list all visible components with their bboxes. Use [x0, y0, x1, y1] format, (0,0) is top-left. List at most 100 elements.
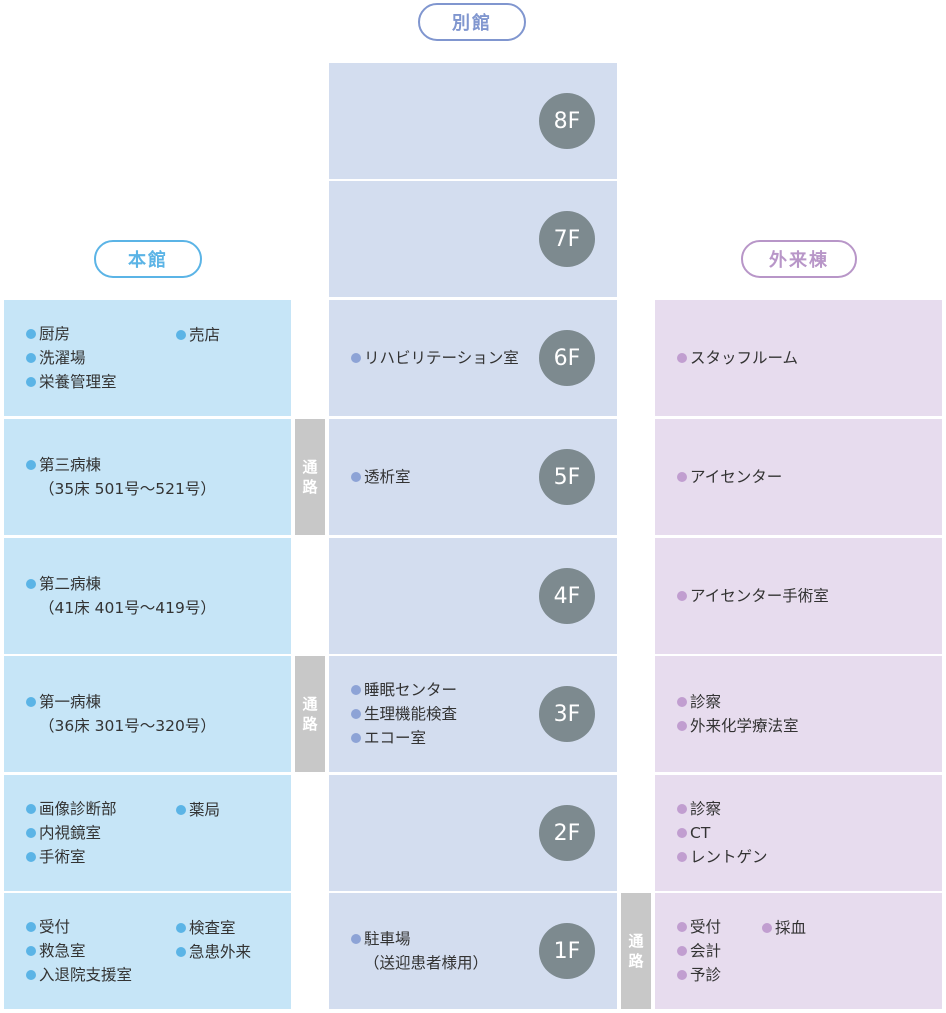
room-label: 会計: [690, 942, 722, 960]
room-list: アイセンター: [677, 465, 782, 489]
passage: 通路: [621, 893, 651, 1009]
room-item: 薬局: [176, 798, 220, 822]
room-list: 診察外来化学療法室: [677, 690, 799, 738]
room-item: 手術室: [26, 845, 117, 869]
room-label: 手術室: [39, 848, 86, 866]
room-label: 生理機能検査: [364, 705, 458, 723]
bullet-dot-icon: [351, 709, 361, 719]
room-list: 薬局: [176, 798, 220, 822]
bullet-dot-icon: [351, 685, 361, 695]
room-list: リハビリテーション室: [351, 346, 519, 370]
room-list: 透析室: [351, 465, 411, 489]
cell-out-3F: 診察外来化学療法室: [655, 656, 942, 772]
room-item: 第二病棟: [26, 572, 216, 596]
bullet-dot-icon: [677, 697, 687, 707]
passage-label-char: 通: [302, 695, 318, 713]
room-label: 栄養管理室: [39, 373, 117, 391]
room-item: 透析室: [351, 465, 411, 489]
room-label: 厨房: [39, 325, 71, 343]
room-list: 売店: [176, 323, 220, 347]
cell-main-5F: 第三病棟 （35床 501号～521号）: [4, 419, 291, 535]
room-label: 画像診断部: [39, 800, 117, 818]
room-label: 予診: [690, 966, 722, 984]
room-item: リハビリテーション室: [351, 346, 519, 370]
room-label: （35床 501号～521号）: [39, 480, 216, 498]
floor-badge-4F: 4F: [539, 568, 595, 624]
floor-badge-2F: 2F: [539, 805, 595, 861]
room-label: 透析室: [364, 468, 411, 486]
cell-main-4F: 第二病棟 （41床 401号～419号）: [4, 538, 291, 654]
room-list: 第二病棟 （41床 401号～419号）: [26, 572, 216, 620]
bullet-dot-icon: [351, 472, 361, 482]
bullet-dot-icon: [26, 329, 36, 339]
room-label: CT: [690, 824, 711, 842]
room-item: 救急室: [26, 939, 132, 963]
bullet-dot-icon: [176, 805, 186, 815]
bullet-dot-icon: [677, 970, 687, 980]
room-item: エコー室: [351, 726, 457, 750]
bullet-dot-icon: [176, 947, 186, 957]
bullet-dot-icon: [677, 591, 687, 601]
room-label: 採血: [775, 919, 807, 937]
bullet-dot-icon: [26, 970, 36, 980]
room-item: 外来化学療法室: [677, 714, 799, 738]
floor-badge-1F: 1F: [539, 923, 595, 979]
bullet-dot-icon: [677, 804, 687, 814]
room-label: 洗濯場: [39, 349, 86, 367]
room-item: 採血: [762, 916, 806, 940]
room-item: （35床 501号～521号）: [26, 477, 216, 501]
bullet-dot-icon: [677, 922, 687, 932]
room-label: エコー室: [364, 729, 427, 747]
room-label: アイセンター手術室: [690, 587, 829, 605]
bullet-dot-icon: [762, 923, 772, 933]
room-item: アイセンター: [677, 465, 782, 489]
room-label: （36床 301号～320号）: [39, 717, 216, 735]
room-label: スタッフルーム: [690, 349, 799, 367]
cell-main-3F: 第一病棟 （36床 301号～320号）: [4, 656, 291, 772]
bullet-dot-icon: [351, 733, 361, 743]
room-item: 画像診断部: [26, 797, 117, 821]
room-item: 診察: [677, 797, 768, 821]
room-item: 受付: [26, 915, 132, 939]
passage: 通路: [295, 419, 325, 535]
room-label: 診察: [690, 800, 722, 818]
cell-out-1F: 受付会計予診採血: [655, 893, 942, 1009]
cell-out-4F: アイセンター手術室: [655, 538, 942, 654]
room-list: 駐車場 （送迎患者様用）: [351, 927, 488, 975]
passage-label-char: 路: [302, 715, 318, 733]
passage-label-char: 通: [628, 932, 644, 950]
room-item: CT: [677, 821, 768, 845]
bullet-dot-icon: [26, 697, 36, 707]
room-item: 生理機能検査: [351, 702, 457, 726]
room-list: 診察 CT レントゲン: [677, 797, 768, 869]
room-list: 検査室急患外来: [176, 916, 251, 964]
passage-label-char: 路: [302, 478, 318, 496]
room-label: 内視鏡室: [39, 824, 102, 842]
room-item: 内視鏡室: [26, 821, 117, 845]
bullet-dot-icon: [26, 852, 36, 862]
room-label: 急患外来: [189, 943, 252, 961]
room-label: （41床 401号～419号）: [39, 599, 216, 617]
room-label: 外来化学療法室: [690, 717, 799, 735]
room-label: 薬局: [189, 801, 221, 819]
floor-badge-3F: 3F: [539, 686, 595, 742]
room-item: 予診: [677, 963, 721, 987]
room-item: レントゲン: [677, 845, 768, 869]
room-label: レントゲン: [690, 848, 768, 866]
cell-out-5F: アイセンター: [655, 419, 942, 535]
room-label: 駐車場: [364, 930, 411, 948]
bullet-dot-icon: [677, 353, 687, 363]
room-list: 睡眠センター生理機能検査エコー室: [351, 678, 457, 750]
passage-label-char: 通: [302, 458, 318, 476]
bullet-dot-icon: [26, 828, 36, 838]
room-label: 売店: [189, 326, 221, 344]
badge-annex: 別館: [418, 3, 526, 41]
room-label: 第一病棟: [39, 693, 102, 711]
room-label: 診察: [690, 693, 722, 711]
room-label: 第三病棟: [39, 456, 102, 474]
bullet-dot-icon: [26, 922, 36, 932]
bullet-dot-icon: [176, 923, 186, 933]
bullet-dot-icon: [26, 460, 36, 470]
room-list: 厨房洗濯場栄養管理室: [26, 322, 117, 394]
room-label: （送迎患者様用）: [364, 954, 489, 972]
